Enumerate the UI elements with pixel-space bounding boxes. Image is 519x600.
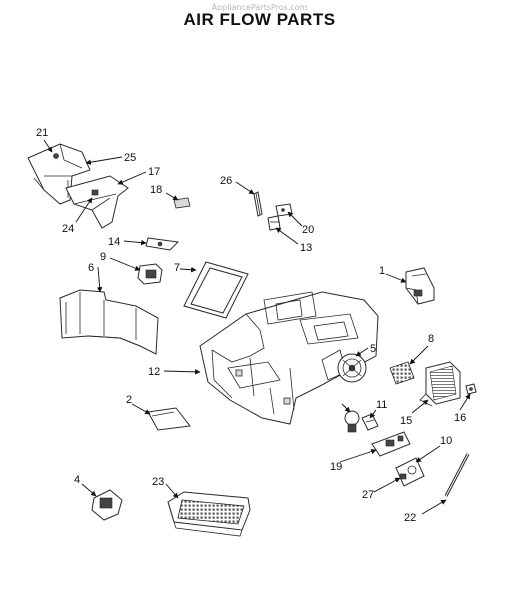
part-10-27-damper-motor[interactable]: [395, 457, 425, 487]
part-21-25-duct-cover[interactable]: [27, 143, 91, 205]
part-22-rod[interactable]: [444, 453, 470, 497]
part-5-blower[interactable]: [337, 353, 367, 383]
part-7-filter-frame[interactable]: [183, 261, 249, 319]
callout-9: 9: [100, 251, 106, 263]
callout-4: 4: [74, 474, 80, 486]
callout-12: 12: [148, 366, 160, 378]
page-title: AIR FLOW PARTS: [183, 10, 336, 29]
callout-21: 21: [36, 127, 48, 139]
callout-13: 13: [300, 242, 312, 254]
part-16-sensor[interactable]: [465, 383, 477, 395]
callout-11: 11: [376, 399, 387, 411]
part-14-gasket[interactable]: [145, 237, 180, 251]
watermark: AppliancePartsPros.com: [211, 3, 308, 12]
callout-24: 24: [62, 223, 74, 235]
part-15-magnetron[interactable]: [419, 361, 461, 407]
callout-16: 16: [454, 412, 466, 424]
callout-10: 10: [440, 435, 452, 447]
callout-18: 18: [150, 184, 162, 196]
callout-7: 7: [174, 262, 180, 274]
part-1-duct-bracket[interactable]: [405, 267, 435, 305]
callout-1: 1: [379, 265, 385, 277]
callout-6: 6: [88, 262, 94, 274]
callout-5: 5: [370, 343, 376, 355]
part-23-grease-filter[interactable]: [167, 491, 251, 537]
callout-23: 23: [152, 476, 164, 488]
part-17-24-air-guide[interactable]: [65, 175, 129, 229]
leader-lines: [43, 139, 471, 515]
part-18-pad[interactable]: [173, 197, 191, 209]
callout-20: 20: [302, 224, 314, 236]
callout-22: 22: [404, 512, 416, 524]
part-26-rod[interactable]: [253, 191, 263, 217]
callout-19: 19: [330, 461, 342, 473]
part-13-clip[interactable]: [267, 215, 281, 231]
part-6-vent-panel[interactable]: [59, 289, 159, 355]
callout-25: 25: [124, 152, 136, 164]
callout-17: 17: [148, 166, 160, 178]
part-8-grille[interactable]: [389, 361, 415, 385]
part-12-chassis[interactable]: [199, 291, 379, 425]
part-2-cover-plate[interactable]: [147, 407, 191, 431]
callout-8: 8: [428, 333, 434, 345]
part-11-lamp-socket[interactable]: [361, 413, 379, 431]
callout-14: 14: [108, 236, 120, 248]
callout-labels: 21 25 17 18 24 26 20 13 14 9 6 7 1 8 5 1…: [36, 127, 466, 524]
part-9-damper[interactable]: [137, 263, 163, 285]
callout-2: 2: [126, 394, 132, 406]
callout-27: 27: [362, 489, 374, 501]
callout-26: 26: [220, 175, 232, 187]
part-3-lamp[interactable]: [344, 410, 360, 433]
callout-15: 15: [400, 415, 412, 427]
part-4-bracket[interactable]: [91, 489, 123, 521]
part-19-switch-holder[interactable]: [371, 431, 411, 457]
